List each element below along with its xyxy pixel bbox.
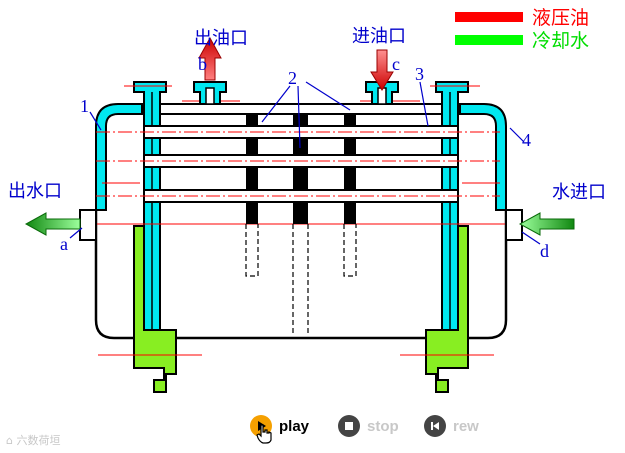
oil-out-arrow [198,36,222,81]
rew-button[interactable]: rew [424,412,479,440]
water-inlet-label: 水进口 [552,182,606,203]
port-c-label: c [392,54,400,74]
rew-label: rew [453,417,479,435]
baffle [246,114,258,126]
part-1-label: 1 [80,96,89,116]
port-a-label: a [60,234,68,254]
shell-right-wall [459,103,507,211]
hand-cursor-icon [256,424,272,444]
nozzles [79,81,523,241]
play-label: play [279,417,310,435]
rewind-icon [424,415,446,437]
oil-inlet-label: 进油口 [352,26,406,47]
water-outlet-label: 出水口 [8,181,62,202]
baffles [245,114,357,336]
baffle [344,167,356,190]
leader-lines [69,81,541,245]
baffle [246,167,258,190]
oil-outlet-label: 出油口 [194,28,248,49]
right-support [425,225,469,393]
water-outlet-nozzle [79,209,97,241]
stop-button[interactable]: stop [338,412,399,440]
port-b-label: b [198,54,207,74]
left-support [133,225,177,393]
water-in-arrow [518,212,575,236]
baffle [293,114,308,126]
part-3-label: 3 [415,64,424,84]
baffle [344,114,356,126]
shell-lower-body [94,210,508,340]
shell-left-wall [95,103,143,211]
oil-in-arrow [370,49,394,91]
part-4-label: 4 [522,130,531,150]
legend-oil-label: 液压油 [532,7,589,29]
port-d-label: d [540,241,549,261]
shell-top-plate [159,103,443,115]
watermark: ⌂ 六数荷垣 [6,432,60,448]
legend-oil-swatch [455,12,523,22]
labels: 出油口 进油口 出水口 水进口 b c a d 1 2 3 4 [8,26,606,261]
legend-water-label: 冷却水 [532,30,589,52]
water-inlet-nozzle [505,209,523,241]
legend: 液压油 冷却水 [455,7,589,52]
playback-controls: play stop rew [250,410,510,444]
legend-water-swatch [455,35,523,45]
watermark-text: 六数荷垣 [16,434,61,447]
supports [133,225,469,393]
water-out-arrow [24,212,81,236]
stop-label: stop [367,417,399,435]
flow-arrows [24,36,575,236]
baffle [344,202,356,224]
baffle [246,202,258,224]
baffle [246,138,258,155]
part-2-label: 2 [288,68,297,88]
stop-icon [338,415,360,437]
baffle [344,138,356,155]
camera-icon: ⌂ [6,434,13,447]
baffle [293,202,308,224]
baffle [293,167,308,190]
